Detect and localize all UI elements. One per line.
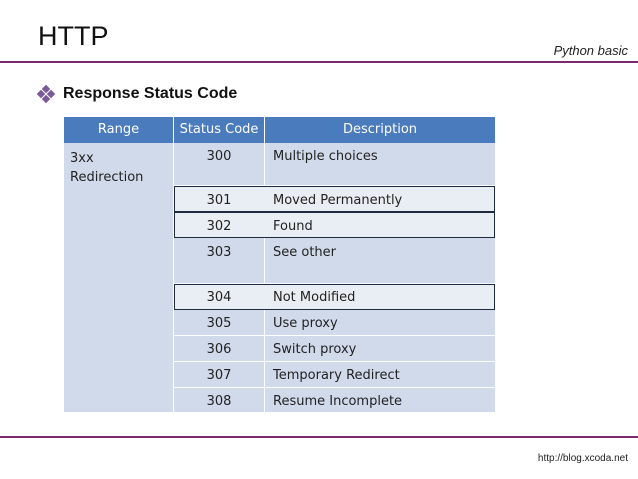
range-code: 3xx: [70, 151, 94, 166]
code-cell: 305: [206, 316, 232, 331]
description-cell: Use proxy: [273, 316, 338, 331]
highlight-302: [174, 212, 495, 238]
description-cell: Resume Incomplete: [273, 394, 403, 409]
footer-url: http://blog.xcoda.net: [537, 453, 628, 464]
code-cell: 307: [206, 368, 232, 383]
diamond-bullet-icon: [36, 84, 56, 104]
row-divider: [173, 387, 495, 388]
range-cell: 3xx Redirection: [70, 149, 143, 187]
code-cell: 308: [206, 394, 232, 409]
range-label: Redirection: [70, 170, 144, 185]
description-cell: Found: [273, 219, 313, 234]
heading-row: Response Status Code: [36, 84, 238, 104]
code-cell: 306: [206, 342, 232, 357]
code-cell: 300: [206, 149, 232, 164]
code-cell: 302: [206, 219, 232, 234]
description-cell: Moved Permanently: [273, 193, 403, 208]
slide-title: HTTP: [38, 21, 109, 51]
top-divider: [0, 61, 638, 63]
row-divider: [173, 335, 495, 336]
header-description: Description: [342, 122, 418, 137]
header-range: Range: [97, 122, 140, 137]
description-cell: Not Modified: [273, 290, 356, 305]
code-cell: 301: [206, 193, 232, 208]
bottom-divider: [0, 436, 638, 438]
slide-subtitle: Python basic: [553, 43, 628, 58]
table-header: Range Status Code Description: [64, 117, 495, 143]
column-divider: [173, 117, 174, 412]
description-cell: Temporary Redirect: [273, 368, 400, 383]
highlight-304: [174, 284, 495, 310]
description-cell: Multiple choices: [273, 149, 378, 164]
row-divider: [173, 283, 495, 284]
section-heading: Response Status Code: [63, 85, 238, 102]
code-cell: 303: [206, 245, 232, 260]
row-divider: [173, 185, 495, 186]
code-cell: 304: [206, 290, 232, 305]
status-code-table: Range Status Code Description 3xx Redire…: [64, 117, 495, 412]
description-cell: See other: [273, 245, 337, 260]
header-status-code: Status Code: [179, 122, 259, 137]
row-divider: [173, 361, 495, 362]
description-cell: Switch proxy: [273, 342, 357, 357]
column-divider: [264, 117, 265, 412]
highlight-301: [174, 186, 495, 212]
